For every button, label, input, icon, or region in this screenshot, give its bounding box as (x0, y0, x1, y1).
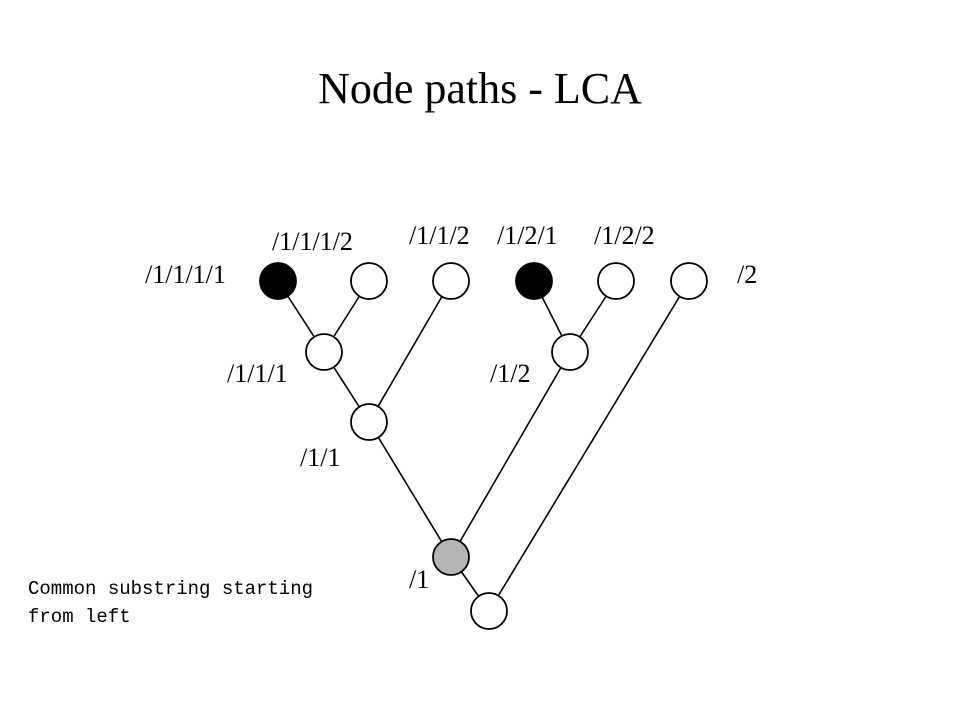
label-2: /2 (737, 260, 757, 289)
annotation-note: Common substring starting from left (28, 578, 313, 628)
label-1-1-2: /1/1/2 (409, 221, 470, 250)
label-1-2-1: /1/2/1 (497, 221, 558, 250)
label-1-2-2: /1/2/2 (594, 221, 655, 250)
label-1-1-1: /1/1/1 (227, 359, 288, 388)
edge-12-to-1 (450, 351, 571, 558)
node-1-1-1 (305, 333, 343, 371)
node-root (470, 592, 508, 630)
node-1-1-2 (432, 262, 470, 300)
label-1: /1 (409, 565, 429, 594)
label-1-1: /1/1 (300, 443, 340, 472)
label-1-2: /1/2 (490, 359, 530, 388)
page-title: Node paths - LCA (318, 64, 642, 113)
node-1-1-1-2 (350, 262, 388, 300)
edge-112-to-11 (368, 280, 452, 423)
node-1-1-1-1 (259, 262, 297, 300)
note-line-1: Common substring starting (28, 578, 313, 600)
tree-nodes (259, 262, 708, 630)
node-1-2-1 (515, 262, 553, 300)
label-1-1-1-1: /1/1/1/1 (145, 260, 226, 289)
edge-2-to-root (488, 280, 690, 612)
node-2 (670, 262, 708, 300)
node-1-1 (350, 403, 388, 441)
label-1-1-1-2: /1/1/1/2 (272, 227, 353, 256)
node-1-lca (432, 538, 470, 576)
note-line-2: from left (28, 606, 131, 628)
path-labels: /1/1/1/1 /1/1/1/2 /1/1/2 /1/2/1 /1/2/2 /… (145, 221, 757, 594)
edge-11-to-1 (368, 421, 452, 558)
node-1-2 (551, 333, 589, 371)
node-1-2-2 (597, 262, 635, 300)
